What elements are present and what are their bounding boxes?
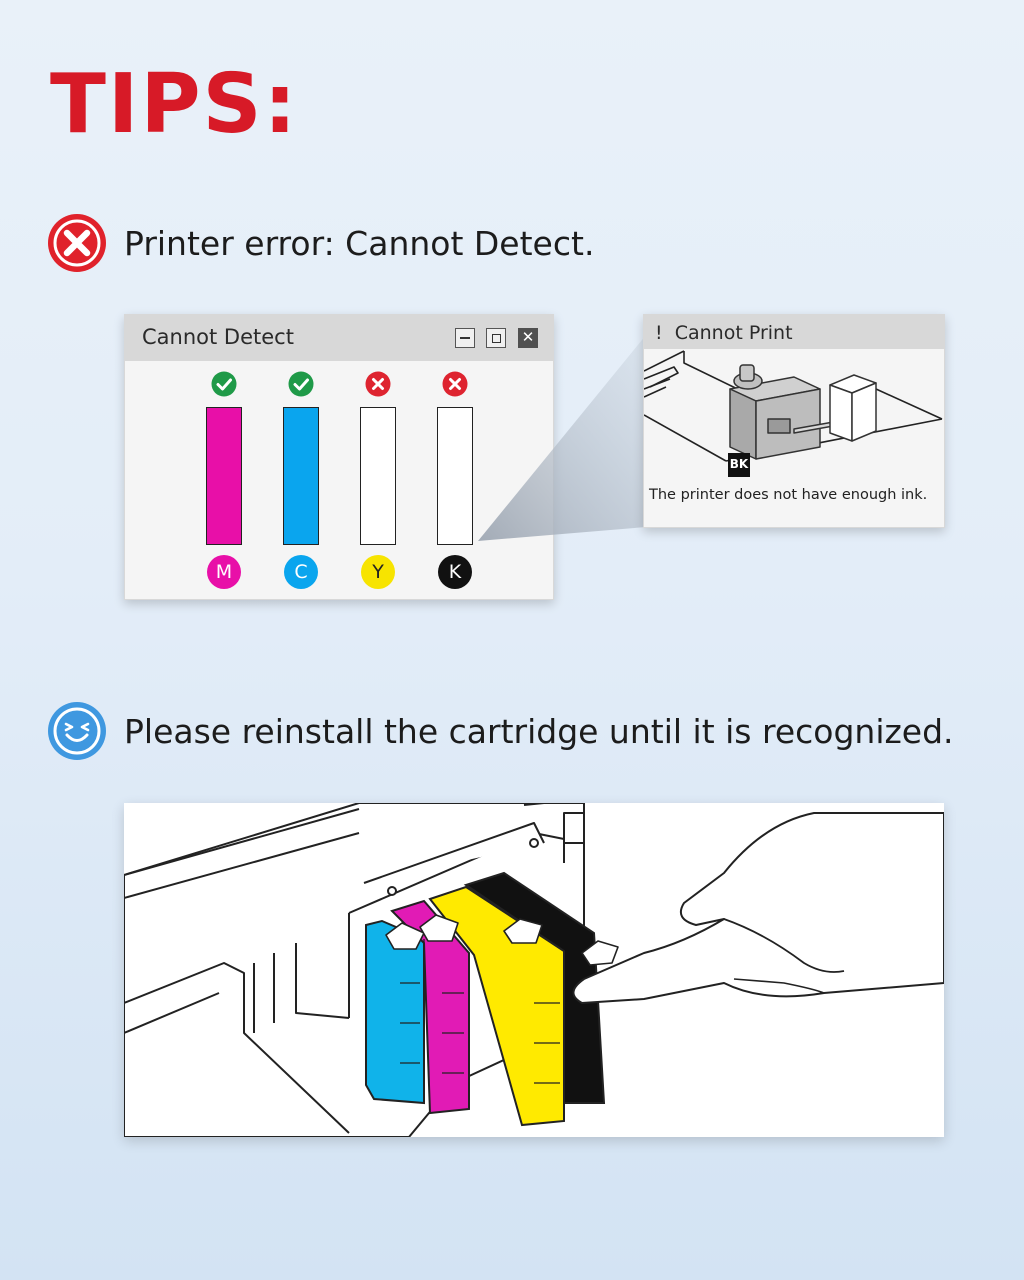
maximize-button[interactable] bbox=[486, 328, 506, 348]
ink-color-badge: C bbox=[284, 555, 318, 589]
print-dialog-title-text: Cannot Print bbox=[674, 322, 793, 344]
smile-face-icon bbox=[48, 702, 106, 760]
cannot-print-dialog: ! Cannot Print BK The printer does not h… bbox=[643, 314, 945, 528]
error-x-icon bbox=[48, 214, 106, 272]
error-x-icon bbox=[365, 371, 391, 397]
close-button[interactable]: ✕ bbox=[518, 328, 538, 348]
warning-mark: ! bbox=[655, 322, 663, 344]
minimize-button[interactable] bbox=[455, 328, 475, 348]
bk-label: BK bbox=[728, 453, 750, 475]
error-row: Printer error: Cannot Detect. bbox=[46, 212, 594, 274]
ink-level-bar bbox=[360, 407, 396, 545]
tips-heading: TIPS: bbox=[50, 57, 299, 152]
printer-cartridge-drawing bbox=[124, 803, 944, 1137]
ink-color-badge: K bbox=[438, 555, 472, 589]
print-dialog-title: ! Cannot Print bbox=[655, 322, 793, 344]
error-x-icon bbox=[442, 371, 468, 397]
error-message: Printer error: Cannot Detect. bbox=[124, 223, 595, 263]
cannot-detect-dialog: Cannot Detect ✕ M C Y K bbox=[124, 314, 554, 600]
checkmark-icon bbox=[211, 371, 237, 397]
checkmark-icon bbox=[288, 371, 314, 397]
cartridge-installation-illustration bbox=[124, 803, 944, 1137]
ink-level-bar bbox=[437, 407, 473, 545]
print-dialog-caption: The printer does not have enough ink. bbox=[649, 487, 928, 503]
solution-message: Please reinstall the cartridge until it … bbox=[124, 711, 954, 751]
solution-row: Please reinstall the cartridge until it … bbox=[46, 700, 954, 762]
print-dialog-titlebar: ! Cannot Print bbox=[644, 315, 944, 349]
ink-level-bar bbox=[283, 407, 319, 545]
ink-color-badge: M bbox=[207, 555, 241, 589]
dialog-title: Cannot Detect bbox=[142, 325, 294, 349]
callout-connector bbox=[478, 335, 646, 541]
dialog-titlebar: Cannot Detect ✕ bbox=[125, 315, 553, 361]
ink-color-badge: Y bbox=[361, 555, 395, 589]
ink-level-bar bbox=[206, 407, 242, 545]
printer-carriage-illustration bbox=[644, 350, 943, 477]
